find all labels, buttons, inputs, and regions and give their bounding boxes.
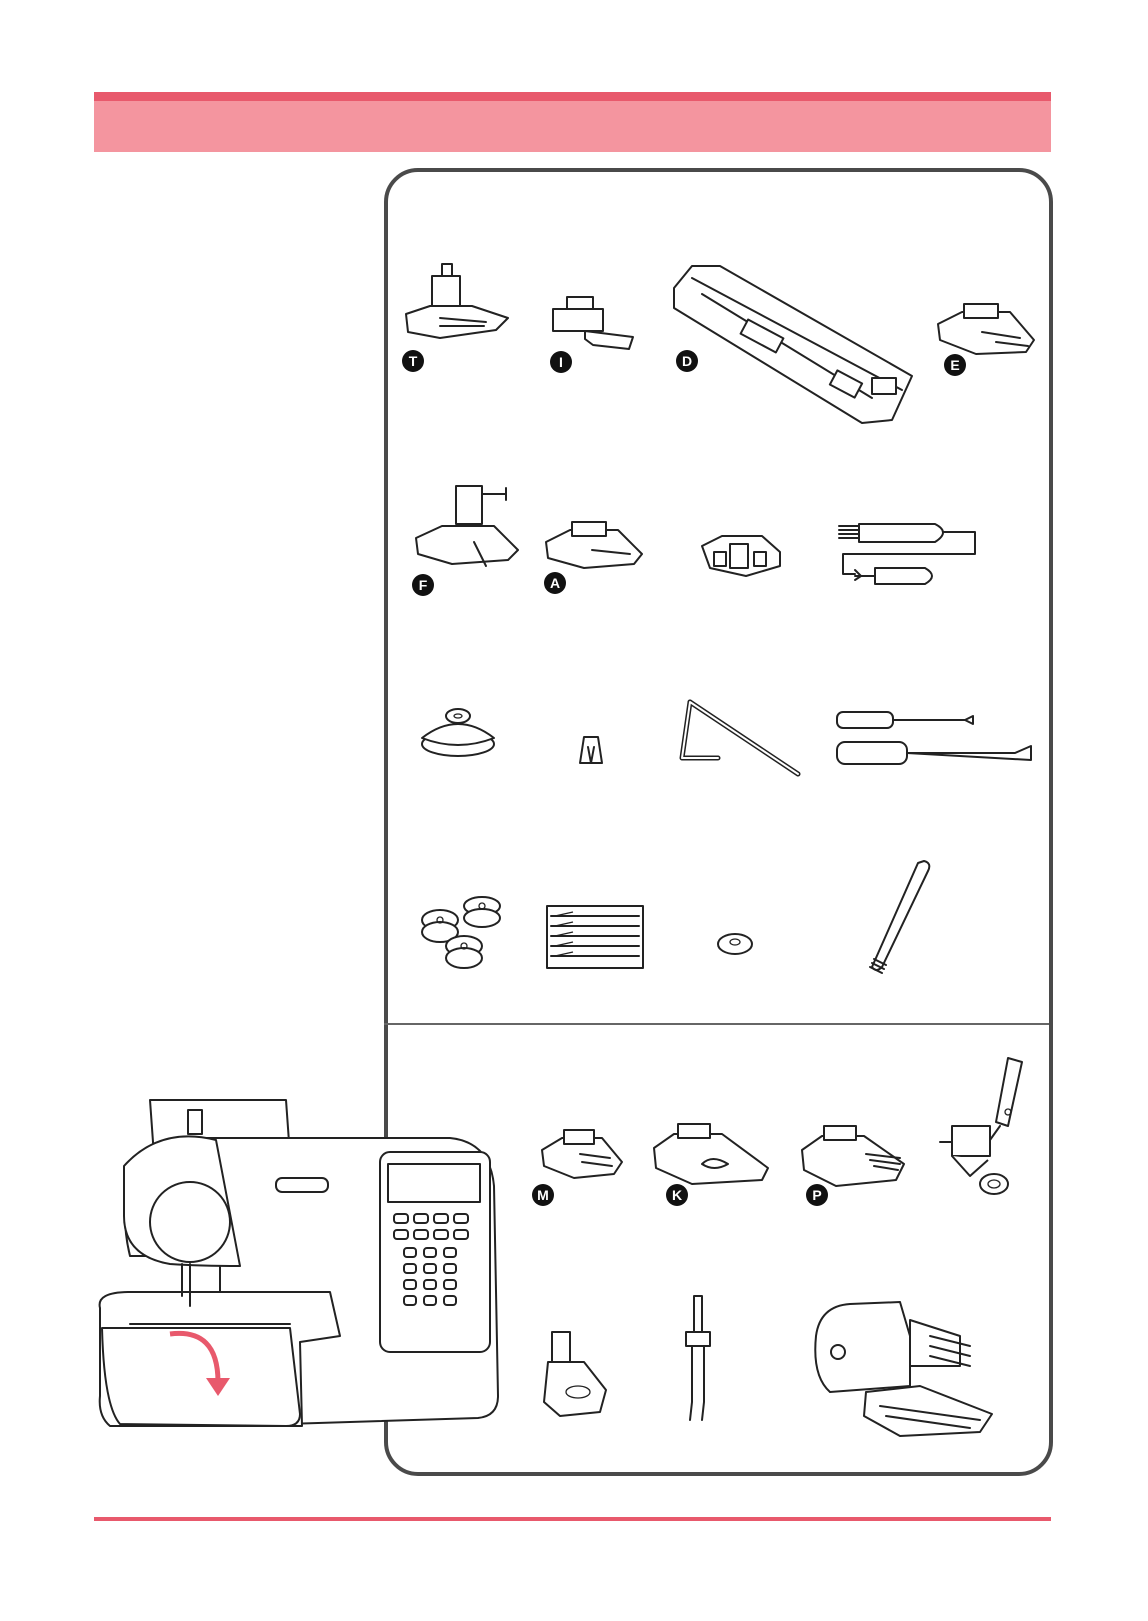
screwdriver-icon	[835, 708, 1035, 773]
panel-divider	[384, 1023, 1049, 1025]
cording-foot-icon	[540, 1330, 610, 1425]
zigzag-foot-icon: T	[400, 262, 510, 357]
walking-foot-icon	[810, 1296, 1010, 1451]
overedge-foot-icon: E	[936, 302, 1036, 362]
button-foot-icon	[700, 530, 785, 585]
badge-I: I	[550, 351, 572, 373]
satin-stitch-foot-icon: A	[544, 520, 644, 575]
badge-A: A	[544, 572, 566, 594]
twin-needle-icon	[678, 1294, 718, 1429]
badge-E: E	[944, 354, 966, 376]
buttonhole-foot-icon: D	[672, 258, 922, 433]
needle-pack-icon	[545, 904, 645, 975]
blind-stitch-foot-icon: F	[412, 476, 522, 581]
badge-D: D	[676, 350, 698, 372]
badge-M: M	[532, 1184, 554, 1206]
badge-K: K	[666, 1184, 688, 1206]
quilting-guide-icon	[678, 700, 808, 785]
section-header-bar	[94, 92, 1051, 152]
spool-pin-holder-icon	[576, 733, 606, 774]
overcasting-foot-icon: M	[540, 1128, 625, 1188]
sewing-machine-icon	[90, 1096, 510, 1476]
badge-P: P	[806, 1184, 828, 1206]
badge-F: F	[412, 574, 434, 596]
rolled-hem-foot-icon: K	[652, 1120, 772, 1195]
footer-rule	[94, 1517, 1051, 1521]
felt-icon	[715, 930, 755, 961]
badge-T: T	[402, 350, 424, 372]
spool-pin-icon	[866, 855, 936, 985]
straight-stitch-foot-icon: P	[800, 1124, 910, 1195]
zipper-foot-icon: I	[545, 295, 640, 360]
darning-foot-icon	[938, 1056, 1028, 1206]
bobbin-icon	[418, 896, 508, 981]
spool-cap-icon	[418, 700, 498, 765]
seam-ripper-brush-icon	[835, 518, 985, 598]
